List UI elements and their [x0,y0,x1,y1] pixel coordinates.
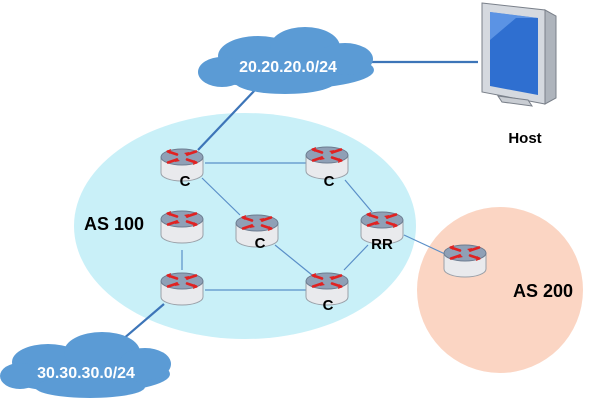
router-r8[interactable] [159,271,205,307]
link-r2-r5 [344,179,373,213]
top-network-cloud [198,27,374,94]
host-label: Host [508,130,541,147]
top-network-label: 20.20.20.0/24 [239,59,337,76]
link-r5-r7 [343,244,369,271]
router-r1-label: C [180,173,191,190]
host-monitor-icon[interactable] [481,2,557,107]
router-r3[interactable] [159,209,205,245]
link-r1-top-cloud [197,89,256,151]
link-r4-r7 [274,244,313,276]
bottom-network-cloud [0,332,171,398]
router-r2-label: C [324,173,335,190]
router-r6[interactable] [442,243,488,279]
router-r7-label: C [323,297,334,314]
link-r1-r4 [201,177,241,216]
link-r5-r6 [403,234,446,255]
router-r4-label: C [255,235,266,252]
router-r5-label: RR [371,236,393,253]
bottom-network-label: 30.30.30.0/24 [37,365,135,382]
as100-label: AS 100 [84,214,144,234]
links [181,162,446,291]
as200-label: AS 200 [513,281,573,301]
